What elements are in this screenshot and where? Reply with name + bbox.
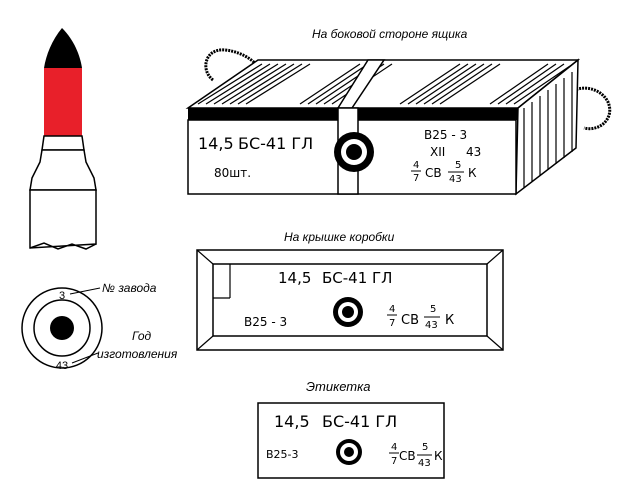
- box-charge-sup: 5: [455, 160, 461, 171]
- box-charge-k: К: [468, 166, 477, 180]
- box-charge-sub: 43: [449, 174, 462, 185]
- cartridge-drawing: [29, 28, 97, 250]
- plant-leader-line: [69, 287, 101, 295]
- label-charge-mark: СВ: [399, 449, 416, 463]
- plant-number: 3: [59, 290, 65, 302]
- case-break: [29, 242, 97, 250]
- primer: [50, 316, 74, 340]
- label-charge-k: К: [434, 449, 443, 463]
- label-charge-sup: 5: [422, 442, 428, 453]
- lid-charge-num: 4: [389, 304, 395, 315]
- lid-charge-k: К: [445, 313, 454, 328]
- lid-charge-sup: 5: [430, 304, 436, 315]
- year-leader-line: [71, 352, 99, 364]
- bullet-neck: [29, 149, 97, 191]
- lid-bevel-tr: [486, 249, 504, 265]
- box-quantity: 80шт.: [214, 166, 251, 180]
- box-lot: XII: [430, 145, 445, 159]
- label-caliber: 14,5: [274, 412, 310, 431]
- lid-bullet-type: БС-41 ГЛ: [322, 269, 392, 287]
- lid-powder: В25 - 3: [244, 315, 287, 329]
- lid-bevel-tl: [196, 249, 214, 265]
- case-body: [29, 189, 97, 249]
- label-powder: В25-3: [266, 448, 299, 461]
- box-caliber: 14,5: [198, 134, 234, 153]
- box-lot-year: 43: [466, 145, 481, 159]
- year-number: 43: [56, 360, 68, 372]
- bullet-red-band: [44, 68, 82, 136]
- lid-bevel-bl: [196, 335, 214, 351]
- bullet-tip: [44, 28, 82, 68]
- lid-charge-mark: СВ: [401, 313, 419, 328]
- year-caption-line1: Год: [132, 329, 152, 343]
- label-seal-center: [344, 447, 354, 457]
- lid-seal-center: [342, 306, 354, 318]
- side-caption: На боковой стороне ящика: [312, 27, 468, 41]
- bullet-body: [41, 135, 85, 151]
- carton-lid: На крышке коробки 14,5 БС-41 ГЛ В25 - 3 …: [196, 230, 504, 351]
- label-charge-sub: 43: [418, 458, 431, 469]
- box-charge-den: 7: [413, 173, 419, 184]
- label-caption: Этикетка: [306, 379, 371, 394]
- box-top-hatching: [197, 63, 571, 105]
- box-charge-mark: СВ: [425, 166, 442, 180]
- lid-caliber: 14,5: [278, 269, 311, 287]
- ammo-box-side: На боковой стороне ящика: [185, 27, 612, 196]
- lid-charge-sub: 43: [425, 320, 438, 331]
- label-charge-den: 7: [391, 456, 397, 467]
- label-charge-num: 4: [391, 442, 397, 453]
- year-caption-line2: изготовления: [97, 347, 178, 361]
- lid-caption: На крышке коробки: [284, 230, 395, 244]
- lid-bevel-br: [486, 335, 504, 351]
- box-powder: В25 - 3: [424, 128, 467, 142]
- box-charge-num: 4: [413, 160, 419, 171]
- cartridge-label: Этикетка 14,5 БС-41 ГЛ В25-3 4 7 СВ 5 43…: [257, 379, 445, 479]
- box-bullet-type: БС-41 ГЛ: [238, 134, 313, 153]
- box-end-hatching: [523, 72, 573, 188]
- cartridge-base: 3 43 № завода Год изготовления: [21, 281, 178, 372]
- lid-charge-den: 7: [389, 318, 395, 329]
- label-bullet-type: БС-41 ГЛ: [322, 412, 397, 431]
- box-seal-center: [346, 144, 362, 160]
- plant-number-caption: № завода: [102, 281, 157, 295]
